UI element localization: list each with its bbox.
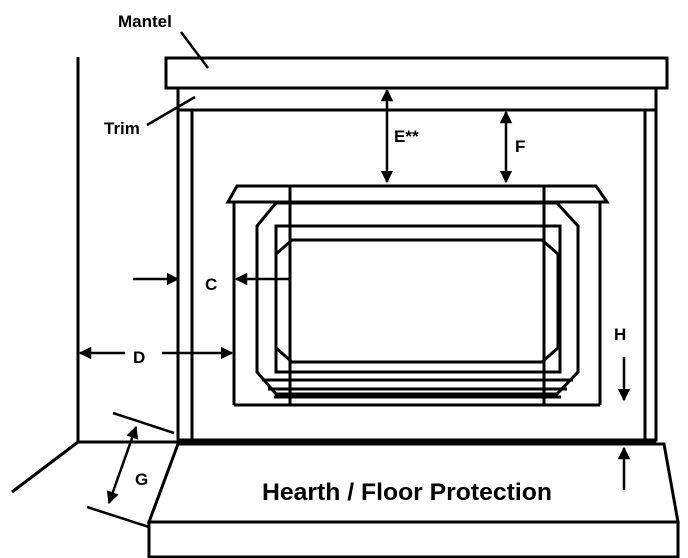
dimension-e-label: E** [394,127,419,146]
trim-leader [146,95,196,127]
dimension-f-label: F [515,137,525,156]
fireplace-insert [225,184,610,407]
dimension-g-extension-top [112,411,175,435]
dimension-g-label: G [135,470,148,489]
mantel-shape [164,56,669,90]
hearth-shape [146,440,680,558]
dimension-c-label: C [205,275,217,294]
dimension-g-extension-bottom [86,505,150,529]
dimension-d-label: D [133,348,145,367]
trim-label: Trim [104,119,140,138]
side-wall [11,57,178,494]
dimension-h-label: H [614,325,626,344]
mantel-label: Mantel [118,12,172,31]
dimension-g-arrow [106,425,139,505]
mantel-leader [180,31,209,69]
hearth-label: Hearth / Floor Protection [262,479,552,506]
